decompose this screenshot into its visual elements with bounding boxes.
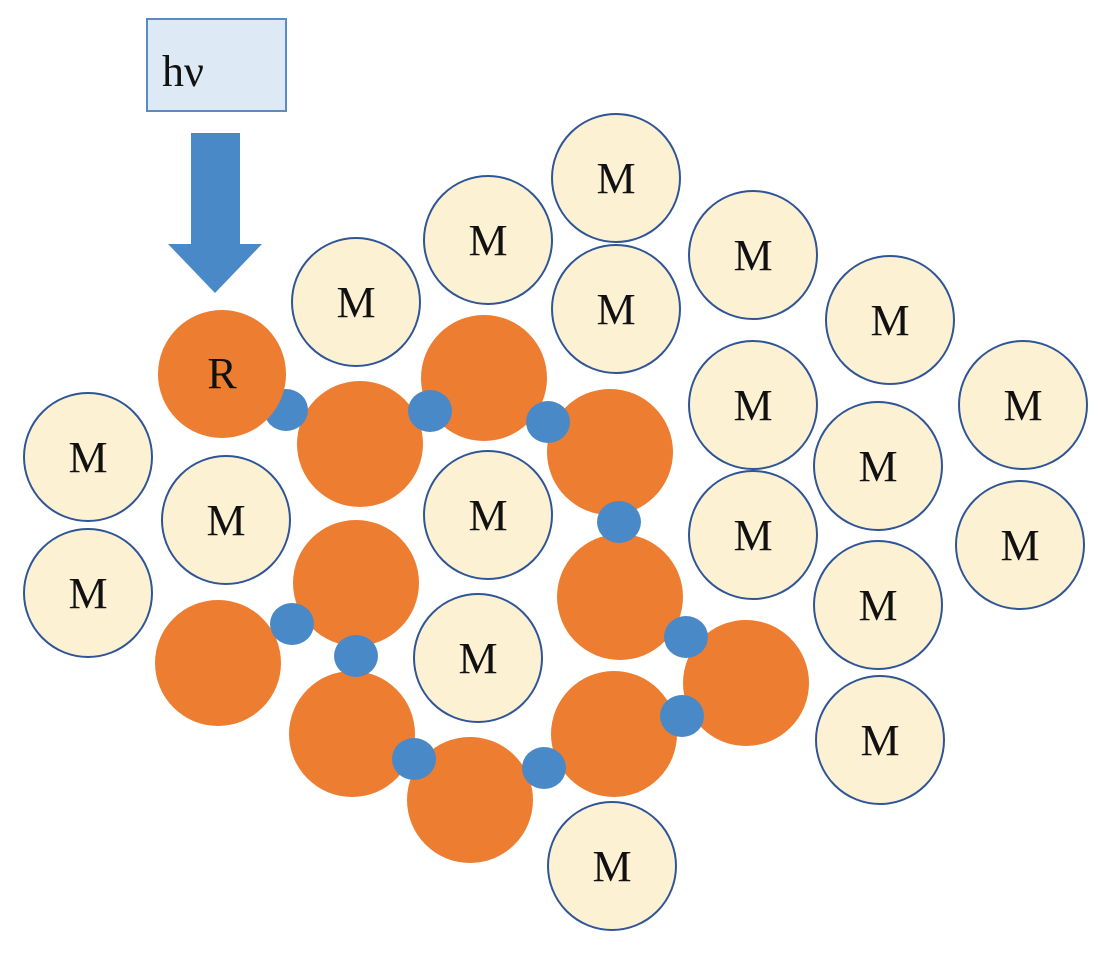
monomer: M [688, 340, 818, 470]
monomer-circle [813, 401, 943, 531]
monomer-circle [423, 450, 553, 580]
monomer-layer: M M M M M M M M M M M M M M M M M M M [23, 113, 1088, 931]
chain-unit [551, 671, 677, 797]
monomer: M [688, 190, 818, 320]
monomer: M [955, 480, 1085, 610]
monomer: M [423, 175, 553, 305]
polymer-chain-layer [155, 315, 809, 863]
monomer: M [813, 401, 943, 531]
photon-box-rect [146, 18, 287, 112]
chain-unit [547, 389, 673, 515]
monomer-circle [161, 455, 291, 585]
monomer-label: M [1000, 521, 1039, 570]
monomer-label: M [68, 433, 107, 482]
bond [660, 695, 704, 737]
monomer-label: M [733, 511, 772, 560]
photon-label: hν [162, 47, 204, 96]
monomer-circle [688, 190, 818, 320]
monomer: M [551, 244, 681, 374]
monomer: M [423, 450, 553, 580]
monomer-label: M [733, 231, 772, 280]
bond [597, 501, 641, 543]
bond [526, 401, 570, 443]
monomer-label: M [858, 442, 897, 491]
monomer-circle [955, 480, 1085, 610]
monomer-label: M [596, 285, 635, 334]
monomer-label: M [596, 154, 635, 203]
monomer-circle [958, 340, 1088, 470]
radical-circle [158, 310, 286, 438]
monomer-label: M [468, 491, 507, 540]
chain-unit [297, 381, 423, 507]
monomer: M [291, 237, 421, 367]
bond [408, 390, 452, 432]
monomer-circle [23, 392, 153, 522]
bond [522, 747, 566, 789]
monomer-label: M [468, 216, 507, 265]
monomer-circle [547, 801, 677, 931]
monomer: M [815, 675, 945, 805]
monomer: M [413, 593, 543, 723]
chain-unit [683, 620, 809, 746]
chain-unit [289, 671, 415, 797]
monomer-label: M [1003, 381, 1042, 430]
chain-unit [155, 600, 281, 726]
chain-unit [421, 315, 547, 441]
bond [664, 616, 708, 658]
monomer: M [23, 528, 153, 658]
monomer-circle [413, 593, 543, 723]
monomer-label: M [733, 381, 772, 430]
monomer: M [23, 392, 153, 522]
radical-layer: R [158, 310, 286, 438]
radical: R [158, 310, 286, 438]
monomer-circle [688, 470, 818, 600]
bond [270, 603, 314, 645]
monomer-label: M [206, 496, 245, 545]
monomer: M [813, 540, 943, 670]
monomer-circle [825, 255, 955, 385]
photon-box: hν [146, 18, 287, 112]
bond [392, 738, 436, 780]
monomer: M [958, 340, 1088, 470]
chain-unit [293, 520, 419, 646]
radical-label: R [207, 349, 237, 398]
monomer-circle [551, 244, 681, 374]
down-arrow-icon [168, 133, 262, 293]
monomer-label: M [458, 634, 497, 683]
monomer-circle [23, 528, 153, 658]
monomer-circle [815, 675, 945, 805]
monomer: M [161, 455, 291, 585]
bond [334, 635, 378, 677]
chain-unit [407, 737, 533, 863]
monomer: M [547, 801, 677, 931]
monomer-label: M [870, 296, 909, 345]
monomer-label: M [858, 581, 897, 630]
monomer-circle [551, 113, 681, 243]
monomer-circle [291, 237, 421, 367]
monomer-label: M [68, 569, 107, 618]
monomer-label: M [336, 278, 375, 327]
monomer-circle [688, 340, 818, 470]
monomer-circle [813, 540, 943, 670]
monomer-label: M [860, 716, 899, 765]
monomer-label: M [592, 842, 631, 891]
bond-layer [264, 389, 708, 789]
monomer: M [551, 113, 681, 243]
monomer-circle [423, 175, 553, 305]
monomer: M [688, 470, 818, 600]
monomer: M [825, 255, 955, 385]
chain-unit [557, 534, 683, 660]
